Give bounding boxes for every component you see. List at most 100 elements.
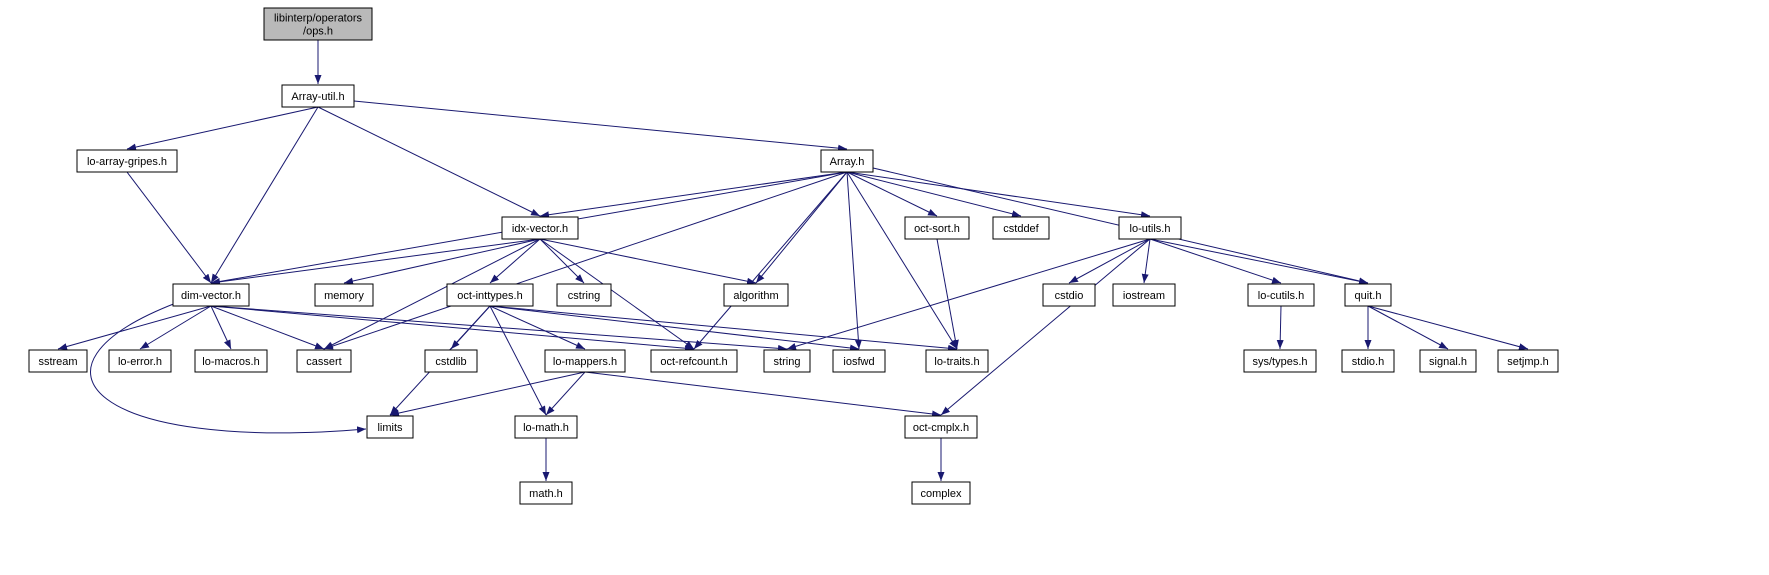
graph-node-array[interactable]: Array.h [820, 149, 874, 173]
graph-node-label: sys/types.h [1252, 356, 1307, 368]
graph-node-ops: libinterp/operators/ops.h [263, 7, 373, 41]
graph-node-box[interactable] [1344, 283, 1392, 307]
include-edge-oct_sort-lo_traits [936, 238, 959, 350]
graph-node-label: lo-error.h [118, 356, 162, 368]
include-edge-idx_vector-memory [343, 238, 541, 285]
graph-node-iosfwd[interactable]: iosfwd [832, 349, 886, 373]
graph-node-box[interactable] [366, 415, 414, 439]
graph-node-box [263, 7, 373, 41]
include-edge-idx_vector-algorithm [539, 238, 757, 285]
graph-node-limits[interactable]: limits [366, 415, 414, 439]
graph-node-lo_traits[interactable]: lo-traits.h [925, 349, 989, 373]
graph-node-box[interactable] [424, 349, 478, 373]
graph-node-box[interactable] [556, 283, 612, 307]
graph-node-box[interactable] [925, 349, 989, 373]
graph-node-label: oct-cmplx.h [913, 422, 969, 434]
graph-node-cstdlib[interactable]: cstdlib [424, 349, 478, 373]
graph-node-oct_inttypes[interactable]: oct-inttypes.h [446, 283, 534, 307]
include-edge-idx_vector-oct_inttypes [489, 238, 541, 284]
edges-layer [57, 40, 1529, 481]
graph-node-cassert[interactable]: cassert [296, 349, 352, 373]
graph-node-lo_utils[interactable]: lo-utils.h [1118, 216, 1182, 240]
graph-node-box[interactable] [820, 149, 874, 173]
include-edge-idx_vector-cassert [323, 238, 541, 350]
graph-node-sstream[interactable]: sstream [28, 349, 88, 373]
include-edge-lo_cutils-sys_types [1276, 305, 1284, 350]
graph-node-lo_mappers[interactable]: lo-mappers.h [544, 349, 626, 373]
graph-node-box[interactable] [544, 349, 626, 373]
graph-node-complex[interactable]: complex [911, 481, 971, 505]
graph-node-label: lo-traits.h [934, 356, 979, 368]
graph-node-sys_types[interactable]: sys/types.h [1243, 349, 1317, 373]
graph-node-box[interactable] [1497, 349, 1559, 373]
graph-node-box[interactable] [763, 349, 811, 373]
graph-node-box[interactable] [1243, 349, 1317, 373]
graph-node-string[interactable]: string [763, 349, 811, 373]
include-edge-lo_utils-quit [1149, 238, 1369, 285]
graph-node-box[interactable] [519, 481, 573, 505]
include-edge-array-cstddef [846, 171, 1022, 218]
graph-node-memory[interactable]: memory [314, 283, 374, 307]
graph-node-setjmp[interactable]: setjmp.h [1497, 349, 1559, 373]
graph-node-lo_math[interactable]: lo-math.h [514, 415, 578, 439]
include-edge-dim_vector-sstream [57, 305, 212, 350]
graph-node-box[interactable] [723, 283, 789, 307]
graph-node-cstdio[interactable]: cstdio [1042, 283, 1096, 307]
include-edge-array-algorithm [755, 171, 848, 284]
graph-node-algorithm[interactable]: algorithm [723, 283, 789, 307]
include-edge-quit-setjmp [1367, 305, 1529, 351]
graph-node-quit[interactable]: quit.h [1344, 283, 1392, 307]
graph-node-box[interactable] [194, 349, 268, 373]
graph-node-cstddef[interactable]: cstddef [992, 216, 1050, 240]
graph-node-box[interactable] [296, 349, 352, 373]
graph-node-box[interactable] [904, 216, 970, 240]
graph-node-array_util[interactable]: Array-util.h [281, 84, 355, 108]
graph-node-box[interactable] [514, 415, 578, 439]
graph-node-box[interactable] [911, 481, 971, 505]
graph-node-box[interactable] [832, 349, 886, 373]
graph-node-box[interactable] [76, 149, 178, 173]
graph-node-box[interactable] [172, 283, 250, 307]
graph-node-box[interactable] [904, 415, 978, 439]
graph-node-label: lo-macros.h [202, 356, 259, 368]
graph-node-lo_cutils[interactable]: lo-cutils.h [1247, 283, 1315, 307]
graph-node-label: math.h [529, 488, 563, 500]
graph-node-box[interactable] [314, 283, 374, 307]
include-edge-lo_utils-string [786, 238, 1151, 350]
graph-node-lo_array_gripes[interactable]: lo-array-gripes.h [76, 149, 178, 173]
graph-node-math[interactable]: math.h [519, 481, 573, 505]
graph-node-label: string [774, 356, 801, 368]
graph-node-stdio[interactable]: stdio.h [1341, 349, 1395, 373]
graph-node-oct_cmplx[interactable]: oct-cmplx.h [904, 415, 978, 439]
graph-node-dim_vector[interactable]: dim-vector.h [172, 283, 250, 307]
graph-node-box[interactable] [501, 216, 579, 240]
graph-node-box[interactable] [281, 84, 355, 108]
graph-node-box[interactable] [650, 349, 738, 373]
include-edge-lo_utils-cstdio [1068, 238, 1151, 284]
include-edge-oct_inttypes-lo_mappers [489, 305, 586, 350]
graph-node-oct_sort[interactable]: oct-sort.h [904, 216, 970, 240]
graph-node-signal[interactable]: signal.h [1419, 349, 1477, 373]
graph-node-label: oct-refcount.h [660, 356, 727, 368]
include-edge-array-lo_traits [846, 171, 958, 350]
graph-node-box[interactable] [1118, 216, 1182, 240]
graph-node-box[interactable] [108, 349, 172, 373]
graph-node-iostream[interactable]: iostream [1112, 283, 1176, 307]
graph-node-box[interactable] [1341, 349, 1395, 373]
graph-node-box[interactable] [1247, 283, 1315, 307]
graph-node-lo_macros[interactable]: lo-macros.h [194, 349, 268, 373]
graph-node-box[interactable] [1419, 349, 1477, 373]
include-edge-array-cassert [323, 171, 848, 350]
graph-node-label: memory [324, 290, 364, 302]
graph-node-box[interactable] [28, 349, 88, 373]
graph-node-idx_vector[interactable]: idx-vector.h [501, 216, 579, 240]
graph-node-box[interactable] [1112, 283, 1176, 307]
graph-node-oct_refcount[interactable]: oct-refcount.h [650, 349, 738, 373]
graph-node-box[interactable] [446, 283, 534, 307]
graph-node-box[interactable] [992, 216, 1050, 240]
graph-node-lo_error[interactable]: lo-error.h [108, 349, 172, 373]
graph-node-label: limits [377, 422, 403, 434]
graph-node-box[interactable] [1042, 283, 1096, 307]
graph-node-cstring[interactable]: cstring [556, 283, 612, 307]
